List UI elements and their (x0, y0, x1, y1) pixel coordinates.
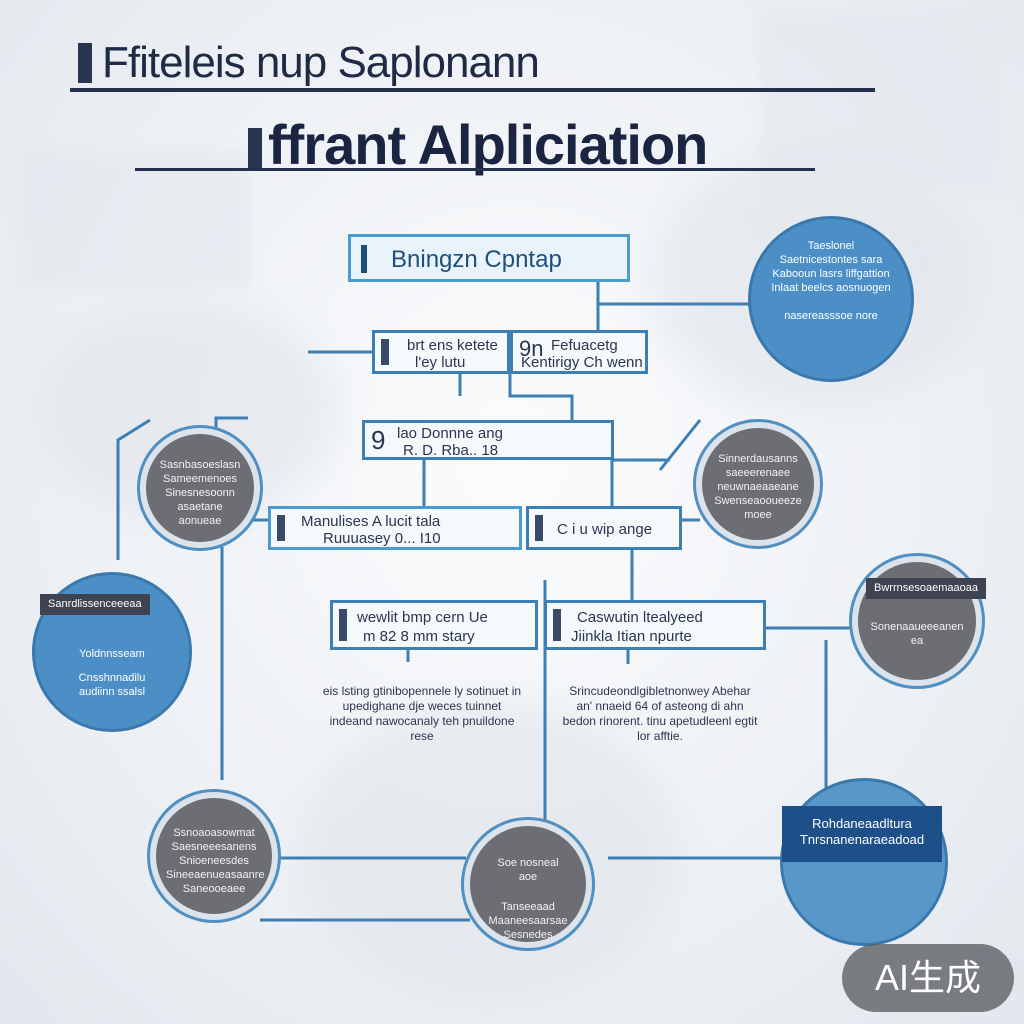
node-marker-icon (277, 515, 285, 541)
title-underline (70, 88, 875, 92)
bottom-right-banner: Rohdaneaadltura Tnrsnanenaraeadoad (782, 806, 942, 862)
page-title: Ffiteleis nup Saplonann (78, 38, 540, 88)
top-node-marker-icon (361, 245, 367, 273)
top-node: Bningzn Cpntap (348, 234, 630, 282)
node-row3-left: Manulises A lucit tala Ruuuasey 0... I10 (268, 506, 522, 550)
circle-mid-left: Sasnbasoeslasn Sameemenoes Sinesnesoonn … (140, 428, 260, 548)
node-marker-icon (381, 339, 389, 365)
node-row1-right: 9n Fefuacetg Kentirigy Ch wenn (510, 330, 648, 374)
circle-mid-right: Sinnerdausanns saeeerenaee neuwnaeaaeane… (696, 422, 820, 546)
circle-bottom-right (780, 778, 948, 946)
title-marker-icon (78, 43, 92, 83)
page-subtitle: ffrant Alpliciation (248, 112, 708, 177)
node-marker-icon (535, 515, 543, 541)
description-left: eis lsting gtinibopennele ly sotinuet in… (322, 684, 522, 743)
circle-top-right: Taeslonel Saetnicestontes sara Kabooun l… (748, 216, 914, 382)
subtitle-marker-icon (248, 128, 262, 168)
node-marker-icon (553, 609, 561, 641)
node-row4-right: Caswutin ltealyeed Jiinkla Itian npurte (544, 600, 766, 650)
node-marker-icon (339, 609, 347, 641)
ai-generated-badge: AI生成 (842, 944, 1014, 1012)
subtitle-underline (135, 168, 815, 171)
right-gray-chip: Bwrrnsesoaemaaoaa (866, 578, 986, 599)
left-blue-chip: Sanrdlissenceeeaa (40, 594, 150, 615)
circle-right-gray: Sonenaaueeeanen ea (852, 556, 982, 686)
node-row1-left: brt ens ketete l'ey lutu (372, 330, 510, 374)
circle-bottom-center: Soe nosneal aoe Tanseeaad Maaneesaarsae … (464, 820, 592, 948)
node-row3-right: C i u wip ange (526, 506, 682, 550)
description-right: Srincudeondlgibletnonwey Abehar an' nnae… (562, 684, 758, 743)
node-row4-left: wewlit bmp cern Ue m 82 8 mm stary (330, 600, 538, 650)
circle-bottom-left: Ssnoaoasowmat Saesneeesanens Snioeneesde… (150, 792, 278, 920)
node-row2: 9 lao Donnne ang R. D. Rba.. 18 (362, 420, 614, 460)
